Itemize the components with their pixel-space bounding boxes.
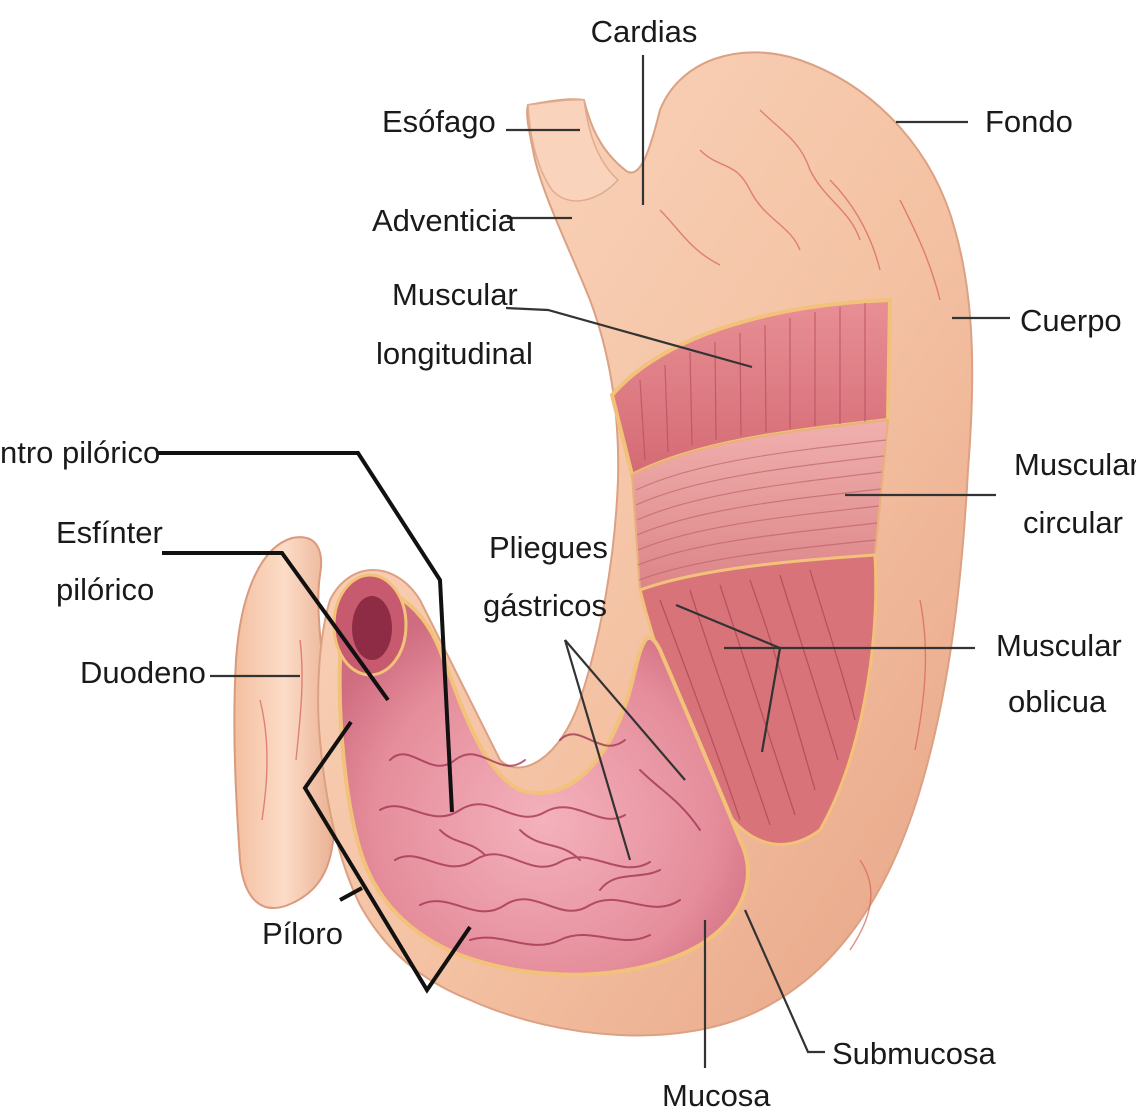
label-muscular-circular-line2: circular: [1023, 505, 1123, 540]
label-mucosa: Mucosa: [662, 1078, 771, 1113]
label-piloro: Píloro: [262, 916, 343, 951]
label-cardias: Cardias: [591, 14, 698, 49]
label-muscular-longitudinal-line2: longitudinal: [376, 336, 533, 371]
label-submucosa: Submucosa: [832, 1036, 996, 1071]
pyloric-opening: [352, 596, 392, 660]
label-adventicia: Adventicia: [372, 203, 516, 238]
label-esfinter-pilorico-line1: Esfínter: [56, 515, 163, 550]
label-muscular-longitudinal-line1: Muscular: [392, 277, 518, 312]
label-esofago: Esófago: [382, 104, 496, 139]
label-antro-pilorico: ntro pilórico: [0, 435, 160, 470]
label-cuerpo: Cuerpo: [1020, 303, 1122, 338]
label-esfinter-pilorico-line2: pilórico: [56, 572, 154, 607]
label-muscular-oblicua-line1: Muscular: [996, 628, 1122, 663]
label-muscular-oblicua-line2: oblicua: [1008, 684, 1107, 719]
label-duodeno: Duodeno: [80, 655, 206, 690]
label-muscular-circular-line1: Muscular: [1014, 447, 1136, 482]
label-pliegues-gastricos-line2: gástricos: [483, 588, 607, 623]
label-pliegues-gastricos-line1: Pliegues: [489, 530, 608, 565]
label-fondo: Fondo: [985, 104, 1073, 139]
